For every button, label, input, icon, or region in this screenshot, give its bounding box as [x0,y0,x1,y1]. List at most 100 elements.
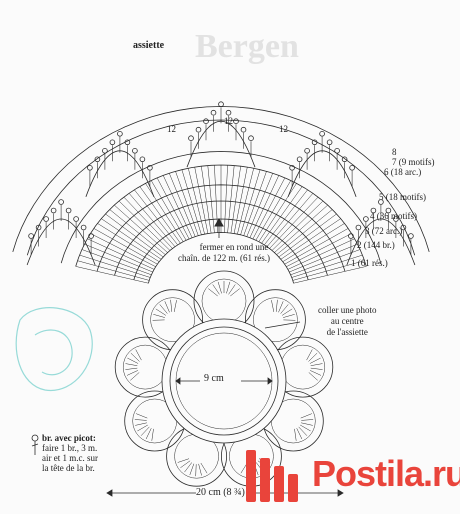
stitch-line [145,183,184,242]
picot-icon [80,224,87,231]
stitch-line [282,223,345,262]
petal-stitch [208,288,218,297]
petal-stitch [137,424,148,432]
stain-outline [15,307,93,392]
picot-icon [195,126,202,133]
petal-stitch [296,428,303,440]
picot-icon [124,139,131,146]
picot-icon [225,109,232,116]
petal-stitch [125,363,138,366]
stitch-line [81,249,152,276]
background-ghost-text: Bergen [195,28,299,65]
doily-top-view [114,270,334,487]
stitch-line [224,165,228,233]
row-number: 4 [370,211,375,221]
stain-inner [34,329,73,376]
picot-icon [240,126,247,133]
petal-stitch [298,426,308,436]
petal-stitch [310,363,323,366]
picot-icon [102,148,108,154]
stitch-line [77,260,150,281]
petal-inner [280,344,326,390]
petal-stitch [184,462,192,473]
stitch-line [240,169,261,235]
row-label-8: 8 [392,147,397,158]
picot-icon [139,156,146,163]
picot-icon [319,131,325,137]
watermark-text: Postila.ru [312,453,460,494]
start-note-line: fermer en rond une [199,242,269,252]
picot-icon [109,139,116,146]
stitch-line [134,189,178,246]
picot-icon [233,118,239,124]
picot-icon [341,156,348,163]
petal-stitch [275,299,278,312]
petal-stitch [309,370,322,376]
petal-inner [122,344,168,390]
center-ring-outer [161,318,287,444]
picot-icon [132,148,138,154]
legend-symbol [31,434,39,455]
stitch-line [188,168,205,235]
stitch-line [75,266,149,284]
photo-note-line: coller une photo [318,305,377,315]
stitch-line [276,209,333,255]
stitch-line [292,260,365,281]
petal-stitch [308,372,318,381]
stitch-line [286,233,352,267]
stitch-line [150,180,187,241]
petal-stitch [164,301,170,313]
picot-icon [311,139,318,146]
stitch-line [93,228,158,265]
stitch-line [87,238,155,270]
petal-stitch [173,300,177,312]
petal-stitch [300,424,311,432]
row-detail: (72 arc.) [371,226,403,236]
stitch-line [181,169,202,235]
picot-icon [88,233,94,239]
picot-icon [296,156,303,163]
picot-icon [289,165,295,171]
picot-icon [304,148,310,154]
stitch-line [278,213,337,258]
picot-icon [334,148,340,154]
row-detail: (144 br.) [363,240,395,250]
picot-icon [248,135,254,142]
row-detail: (18 motifs) [385,192,426,202]
picot-icon [188,135,194,142]
stitch-line [290,249,361,276]
stitch-line [243,171,267,236]
watermark-logo [246,450,298,502]
stitch-line [252,177,286,240]
stitch-line [207,165,215,233]
legend-line: faire 1 br., 3 m. [42,443,98,453]
picot-icon [58,199,64,205]
stitch-line [261,186,303,244]
petal-stitch [130,352,140,362]
stitch-line [169,173,196,237]
petal-stitch [153,314,165,318]
row-label-2: 2 (144 br.) [357,240,395,251]
start-note-line: chaîn. de 122 m. (61 rés.) [178,253,270,263]
arch-count-center: 12 [224,116,233,126]
picot-icon [393,216,399,222]
petal-stitch [126,370,139,376]
petal-stitch [294,428,297,441]
petal-stitch [283,314,295,318]
petal-stitch [140,426,150,436]
row-label-1: 1 (61 rés.) [351,258,388,269]
petal-stitch [159,304,168,314]
row-number: 7 [392,157,397,167]
row-number: 2 [357,240,362,250]
row-label-5: 5 (18 motifs) [379,192,426,203]
petal-stitch [278,301,284,313]
petal-stitch [127,357,139,364]
stitch-line [246,173,273,237]
legend-heading: br. avec picot: [42,433,96,443]
stitch-line [118,200,171,251]
petal-stitch [226,281,231,294]
stitch-line [109,209,166,255]
petal-stitch [151,428,154,441]
stitch-line [237,168,254,235]
stitch-line [97,223,160,262]
